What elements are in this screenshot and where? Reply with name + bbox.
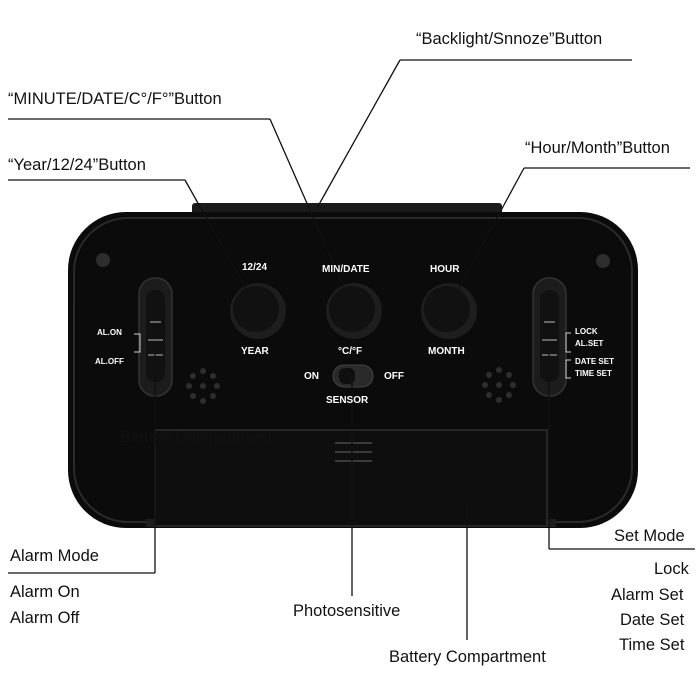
photosensitive-callout: Photosensitive — [293, 602, 401, 620]
time-set-label: TIME SET — [575, 369, 612, 378]
al-set-label: AL.SET — [575, 339, 604, 348]
minute-callout: “MINUTE/DATE/C°/F°”Button — [8, 90, 222, 108]
hour-callout: “Hour/Month”Button — [525, 139, 670, 157]
btn-hour-label: HOUR — [430, 264, 460, 275]
btn-year-label: YEAR — [241, 346, 269, 357]
al-on-label: AL.ON — [97, 328, 122, 337]
year-callout: “Year/12/24”Button — [8, 156, 146, 174]
sensor-on-label: ON — [304, 371, 319, 382]
date-set-callout: Date Set — [620, 611, 685, 629]
btn-min-date-label: MIN/DATE — [322, 264, 370, 275]
btn-12-24-label: 12/24 — [242, 262, 268, 273]
hour-button — [421, 283, 477, 339]
screw-hole-right — [596, 254, 610, 268]
screw-hole-left — [96, 253, 110, 267]
speaker-grille-right — [482, 367, 516, 403]
year-button — [230, 283, 286, 339]
time-set-callout: Time Set — [619, 636, 685, 654]
battery-overlay-label: Battery Compartment — [120, 429, 273, 446]
speaker-grille-left — [186, 368, 220, 404]
battery-compartment-callout: Battery Compartment — [389, 648, 546, 666]
al-off-label: AL.OFF — [95, 357, 124, 366]
alarm-on-callout: Alarm On — [10, 583, 80, 601]
callout-lines — [8, 59, 695, 640]
btn-month-label: MONTH — [428, 346, 465, 357]
min-date-button — [326, 283, 382, 339]
lock-callout: Lock — [654, 560, 689, 578]
alarm-set-callout: Alarm Set — [611, 586, 684, 604]
btn-cf-label: °C/°F — [338, 346, 363, 357]
sensor-off-label: OFF — [384, 371, 404, 382]
alarm-off-callout: Alarm Off — [10, 609, 80, 627]
sensor-label: SENSOR — [326, 395, 369, 406]
backlight-callout: “Backlight/Snnoze”Button — [416, 30, 603, 48]
lock-label: LOCK — [575, 327, 598, 336]
alarm-mode-callout: Alarm Mode — [10, 547, 99, 565]
date-set-label: DATE SET — [575, 357, 614, 366]
set-mode-callout: Set Mode — [614, 527, 685, 545]
